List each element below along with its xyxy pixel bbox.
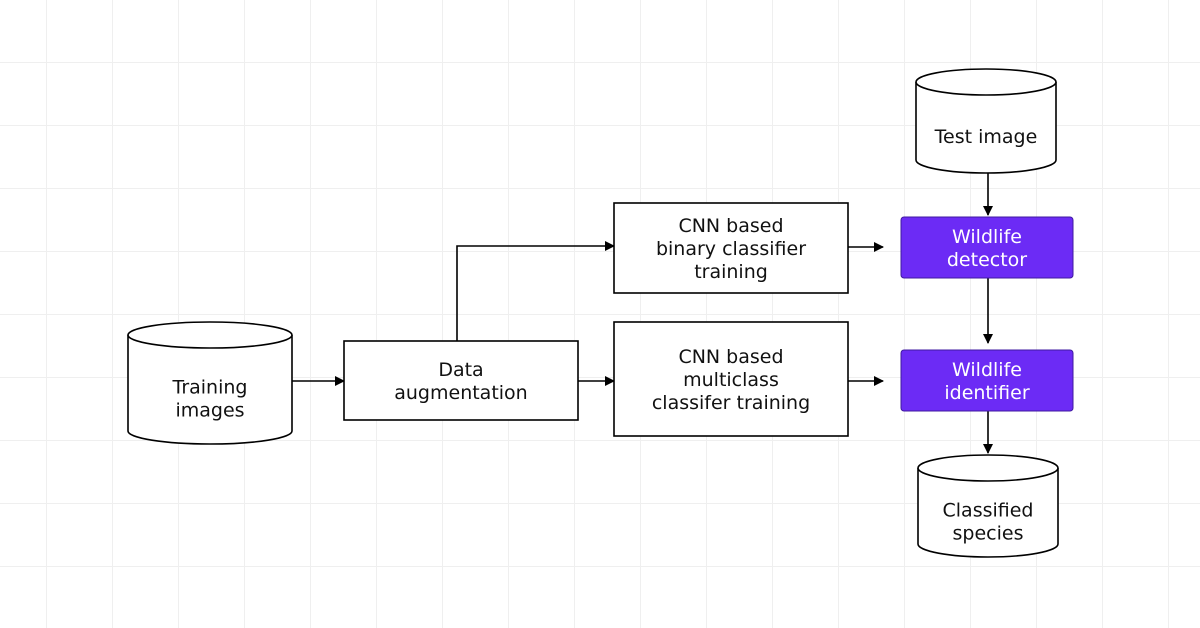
label-line: Classified — [943, 500, 1034, 522]
process-box — [613, 321, 849, 437]
cylinder-body — [915, 82, 1057, 174]
label-line: Data — [438, 359, 483, 381]
label-line: binary classifier — [656, 238, 806, 260]
label-line: training — [694, 261, 768, 283]
label-line: species — [953, 523, 1024, 545]
cylinder-body — [917, 468, 1059, 558]
label-line: classifer training — [652, 392, 810, 414]
label-line: detector — [947, 249, 1027, 271]
cylinder-top — [917, 454, 1059, 482]
arrow-data-augmentation-to-binary-training — [456, 241, 615, 341]
label-line: Test image — [934, 126, 1038, 148]
highlight-box — [900, 349, 1074, 412]
node-test-image: Test image — [915, 68, 1057, 174]
label-line: identifier — [944, 382, 1029, 404]
cylinder-top — [915, 68, 1057, 96]
highlight-box — [900, 216, 1074, 279]
label-line: augmentation — [394, 382, 527, 404]
process-box — [613, 202, 849, 294]
label-line: Wildlife — [952, 359, 1022, 381]
label-line: Wildlife — [952, 226, 1022, 248]
process-box — [343, 340, 579, 421]
label-line: CNN based — [678, 346, 783, 368]
label-line: images — [175, 400, 244, 422]
node-label: Test image — [934, 126, 1038, 148]
label-line: CNN based — [678, 215, 783, 237]
edges-layer — [292, 173, 993, 454]
label-line: Training — [172, 377, 248, 399]
cylinder-body — [127, 335, 293, 445]
cylinder-top — [127, 321, 293, 349]
label-line: multiclass — [683, 369, 779, 391]
